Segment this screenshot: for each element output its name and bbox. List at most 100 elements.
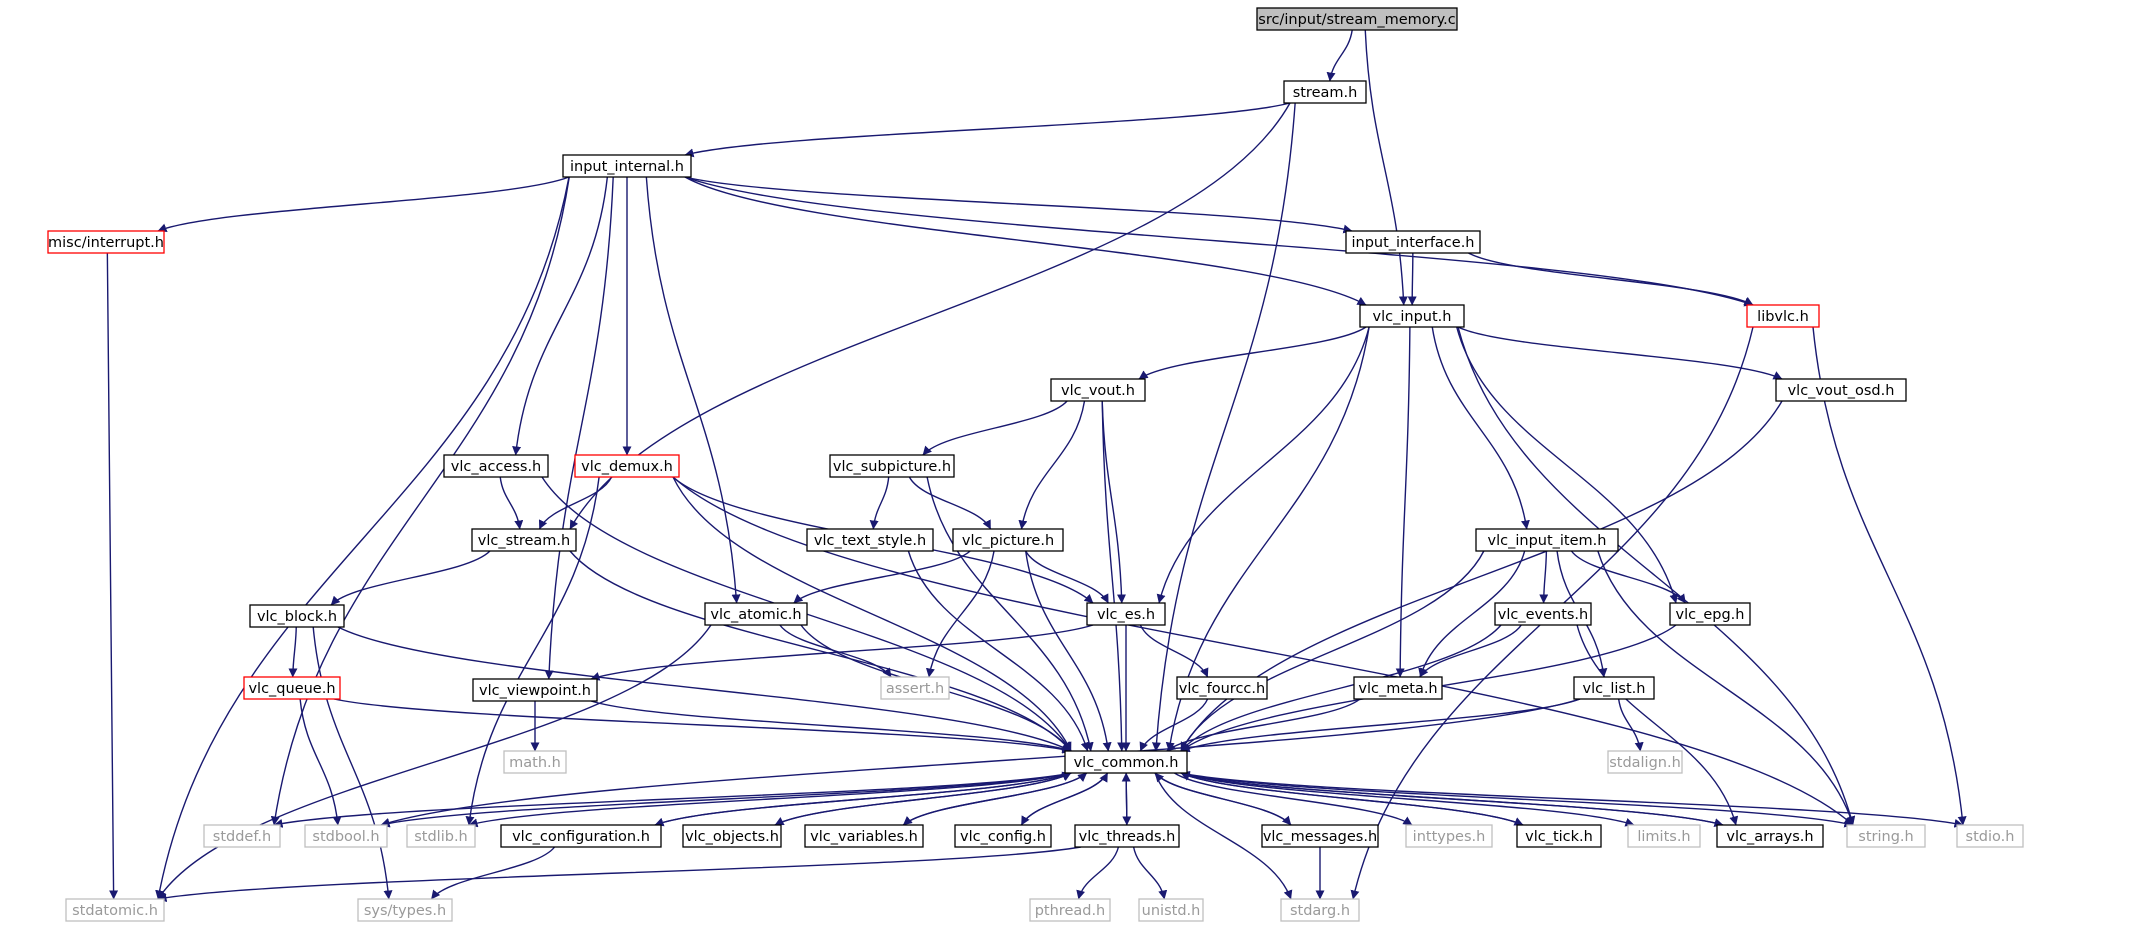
node-box-root[interactable] bbox=[1256, 7, 1458, 31]
node-box-vlc_picture[interactable] bbox=[952, 528, 1064, 552]
node-box-vlc_demux[interactable] bbox=[574, 454, 680, 478]
node-box-vlc_stream[interactable] bbox=[471, 528, 577, 552]
node-box-string_h[interactable] bbox=[1846, 824, 1926, 848]
node-vlc_tick[interactable]: vlc_tick.h bbox=[1516, 824, 1602, 848]
node-box-vlc_config[interactable] bbox=[954, 824, 1052, 848]
node-box-vlc_configuration[interactable] bbox=[500, 824, 662, 848]
node-box-vlc_arrays[interactable] bbox=[1716, 824, 1824, 848]
node-vlc_epg[interactable]: vlc_epg.h bbox=[1669, 602, 1751, 626]
node-vlc_arrays[interactable]: vlc_arrays.h bbox=[1716, 824, 1824, 848]
node-root[interactable]: src/input/stream_memory.c bbox=[1256, 7, 1458, 31]
node-box-stdbool_h[interactable] bbox=[304, 824, 388, 848]
node-box-vlc_subpicture[interactable] bbox=[829, 454, 955, 478]
node-vlc_viewpoint[interactable]: vlc_viewpoint.h bbox=[472, 678, 598, 702]
node-box-vlc_tick[interactable] bbox=[1516, 824, 1602, 848]
node-stdio_h[interactable]: stdio.h bbox=[1956, 824, 2024, 848]
node-vlc_access[interactable]: vlc_access.h bbox=[443, 454, 549, 478]
node-pthread_h[interactable]: pthread.h bbox=[1029, 898, 1111, 922]
node-box-sys_types[interactable] bbox=[357, 898, 453, 922]
node-vlc_atomic[interactable]: vlc_atomic.h bbox=[704, 602, 808, 626]
node-box-vlc_viewpoint[interactable] bbox=[472, 678, 598, 702]
node-vlc_list[interactable]: vlc_list.h bbox=[1573, 676, 1655, 700]
node-box-vlc_vout_osd[interactable] bbox=[1775, 378, 1907, 402]
node-stdarg_h[interactable]: stdarg.h bbox=[1280, 898, 1360, 922]
node-string_h[interactable]: string.h bbox=[1846, 824, 1926, 848]
node-box-vlc_input_item[interactable] bbox=[1475, 528, 1619, 552]
node-unistd_h[interactable]: unistd.h bbox=[1138, 898, 1204, 922]
node-vlc_events[interactable]: vlc_events.h bbox=[1494, 602, 1592, 626]
node-box-vlc_block[interactable] bbox=[249, 604, 345, 628]
node-box-input_interface[interactable] bbox=[1345, 230, 1481, 254]
node-vlc_messages[interactable]: vlc_messages.h bbox=[1261, 824, 1379, 848]
node-box-libvlc[interactable] bbox=[1746, 304, 1820, 328]
node-box-vlc_events[interactable] bbox=[1494, 602, 1592, 626]
node-box-vlc_list[interactable] bbox=[1573, 676, 1655, 700]
node-box-vlc_access[interactable] bbox=[443, 454, 549, 478]
node-vlc_config[interactable]: vlc_config.h bbox=[954, 824, 1052, 848]
node-box-stream_h[interactable] bbox=[1283, 80, 1367, 104]
node-stdatomic_h[interactable]: stdatomic.h bbox=[65, 898, 165, 922]
node-box-vlc_meta[interactable] bbox=[1353, 676, 1443, 700]
node-vlc_stream[interactable]: vlc_stream.h bbox=[471, 528, 577, 552]
node-box-vlc_variables[interactable] bbox=[804, 824, 924, 848]
node-box-stdarg_h[interactable] bbox=[1280, 898, 1360, 922]
node-box-inttypes_h[interactable] bbox=[1405, 824, 1493, 848]
node-math_h[interactable]: math.h bbox=[503, 750, 567, 774]
node-box-vlc_messages[interactable] bbox=[1261, 824, 1379, 848]
node-vlc_objects[interactable]: vlc_objects.h bbox=[682, 824, 782, 848]
node-box-unistd_h[interactable] bbox=[1138, 898, 1204, 922]
node-box-stddef_h[interactable] bbox=[203, 824, 281, 848]
node-box-stdlib_h[interactable] bbox=[406, 824, 476, 848]
node-vlc_block[interactable]: vlc_block.h bbox=[249, 604, 345, 628]
node-box-vlc_objects[interactable] bbox=[682, 824, 782, 848]
node-vlc_vout_osd[interactable]: vlc_vout_osd.h bbox=[1775, 378, 1907, 402]
node-vlc_subpicture[interactable]: vlc_subpicture.h bbox=[829, 454, 955, 478]
node-box-misc_interrupt[interactable] bbox=[47, 230, 165, 254]
node-misc_interrupt[interactable]: misc/interrupt.h bbox=[47, 230, 165, 254]
node-vlc_configuration[interactable]: vlc_configuration.h bbox=[500, 824, 662, 848]
node-vlc_common[interactable]: vlc_common.h bbox=[1064, 750, 1188, 774]
node-box-vlc_common[interactable] bbox=[1064, 750, 1188, 774]
node-box-input_internal[interactable] bbox=[562, 154, 692, 178]
node-stdalign_h[interactable]: stdalign.h bbox=[1607, 750, 1683, 774]
node-box-stdatomic_h[interactable] bbox=[65, 898, 165, 922]
node-box-stdalign_h[interactable] bbox=[1607, 750, 1683, 774]
node-vlc_fourcc[interactable]: vlc_fourcc.h bbox=[1176, 676, 1268, 700]
node-box-vlc_input[interactable] bbox=[1359, 304, 1465, 328]
node-box-vlc_queue[interactable] bbox=[243, 676, 341, 700]
node-vlc_threads[interactable]: vlc_threads.h bbox=[1074, 824, 1180, 848]
node-libvlc[interactable]: libvlc.h bbox=[1746, 304, 1820, 328]
node-box-vlc_atomic[interactable] bbox=[704, 602, 808, 626]
node-box-vlc_text_style[interactable] bbox=[806, 528, 934, 552]
node-vlc_meta[interactable]: vlc_meta.h bbox=[1353, 676, 1443, 700]
node-stddef_h[interactable]: stddef.h bbox=[203, 824, 281, 848]
node-vlc_input_item[interactable]: vlc_input_item.h bbox=[1475, 528, 1619, 552]
node-vlc_variables[interactable]: vlc_variables.h bbox=[804, 824, 924, 848]
node-box-vlc_vout[interactable] bbox=[1050, 378, 1146, 402]
node-input_internal[interactable]: input_internal.h bbox=[562, 154, 692, 178]
node-box-vlc_es[interactable] bbox=[1086, 602, 1166, 626]
node-vlc_demux[interactable]: vlc_demux.h bbox=[574, 454, 680, 478]
node-vlc_es[interactable]: vlc_es.h bbox=[1086, 602, 1166, 626]
node-vlc_text_style[interactable]: vlc_text_style.h bbox=[806, 528, 934, 552]
node-assert_h[interactable]: assert.h bbox=[880, 676, 950, 700]
node-box-limits_h[interactable] bbox=[1627, 824, 1701, 848]
node-vlc_queue[interactable]: vlc_queue.h bbox=[243, 676, 341, 700]
node-vlc_input[interactable]: vlc_input.h bbox=[1359, 304, 1465, 328]
node-box-vlc_threads[interactable] bbox=[1074, 824, 1180, 848]
node-box-stdio_h[interactable] bbox=[1956, 824, 2024, 848]
node-limits_h[interactable]: limits.h bbox=[1627, 824, 1701, 848]
node-vlc_vout[interactable]: vlc_vout.h bbox=[1050, 378, 1146, 402]
node-box-vlc_epg[interactable] bbox=[1669, 602, 1751, 626]
node-input_interface[interactable]: input_interface.h bbox=[1345, 230, 1481, 254]
node-sys_types[interactable]: sys/types.h bbox=[357, 898, 453, 922]
node-stdbool_h[interactable]: stdbool.h bbox=[304, 824, 388, 848]
node-box-math_h[interactable] bbox=[503, 750, 567, 774]
node-box-vlc_fourcc[interactable] bbox=[1176, 676, 1268, 700]
node-stream_h[interactable]: stream.h bbox=[1283, 80, 1367, 104]
node-box-pthread_h[interactable] bbox=[1029, 898, 1111, 922]
node-box-assert_h[interactable] bbox=[880, 676, 950, 700]
node-vlc_picture[interactable]: vlc_picture.h bbox=[952, 528, 1064, 552]
node-inttypes_h[interactable]: inttypes.h bbox=[1405, 824, 1493, 848]
node-stdlib_h[interactable]: stdlib.h bbox=[406, 824, 476, 848]
